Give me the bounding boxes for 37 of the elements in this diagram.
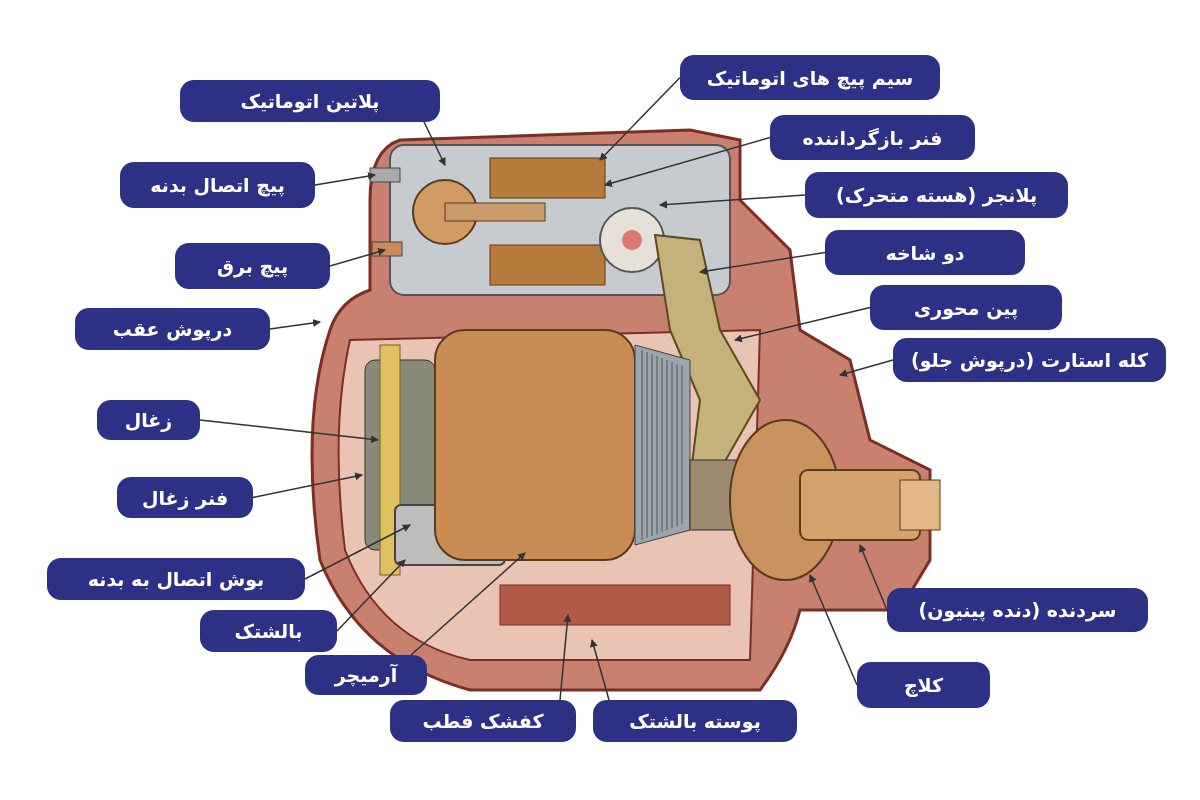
part-label: کفشک قطب — [390, 700, 576, 742]
leader-line — [329, 248, 386, 267]
leader-line — [839, 359, 894, 377]
part-label: بوش اتصال به بدنه — [47, 558, 305, 600]
part-label: کله استارت (درپوش جلو) — [893, 338, 1166, 382]
part-label: کلاچ — [857, 662, 990, 708]
leader-line — [304, 524, 411, 580]
part-label: آرمیچر — [305, 655, 427, 695]
part-label: پوسته بالشتک — [593, 700, 797, 742]
leader-line — [699, 251, 826, 275]
part-label: پلانجر (هسته متحرک) — [805, 172, 1068, 218]
part-label: بالشتک — [200, 610, 337, 652]
part-label: سردنده (دنده پینیون) — [887, 588, 1148, 632]
leader-line — [314, 172, 376, 186]
leader-line — [336, 559, 406, 632]
leader-line — [604, 136, 771, 187]
part-label: پیچ اتصال بدنه — [120, 162, 315, 208]
leader-line — [559, 614, 572, 701]
part-label: پیچ برق — [175, 243, 330, 289]
part-label: زغال — [97, 400, 200, 440]
leader-line — [252, 472, 363, 499]
part-label: پین محوری — [870, 285, 1062, 330]
part-label: فنر بازگرداننده — [770, 115, 975, 160]
part-label: پلاتین اتوماتیک — [180, 80, 440, 122]
leader-line — [809, 574, 858, 686]
leader-line — [269, 319, 321, 330]
part-label: درپوش عقب — [75, 308, 270, 350]
leader-line — [659, 194, 806, 209]
leader-line — [199, 419, 379, 444]
leader-line — [590, 639, 610, 701]
part-label: فنر زغال — [117, 477, 253, 518]
leader-line — [599, 76, 681, 161]
leader-line — [734, 306, 871, 343]
leader-line — [423, 121, 446, 166]
part-label: سیم پیچ های اتوماتیک — [680, 55, 940, 100]
part-label: دو شاخه — [825, 230, 1025, 275]
leader-line — [859, 544, 888, 611]
